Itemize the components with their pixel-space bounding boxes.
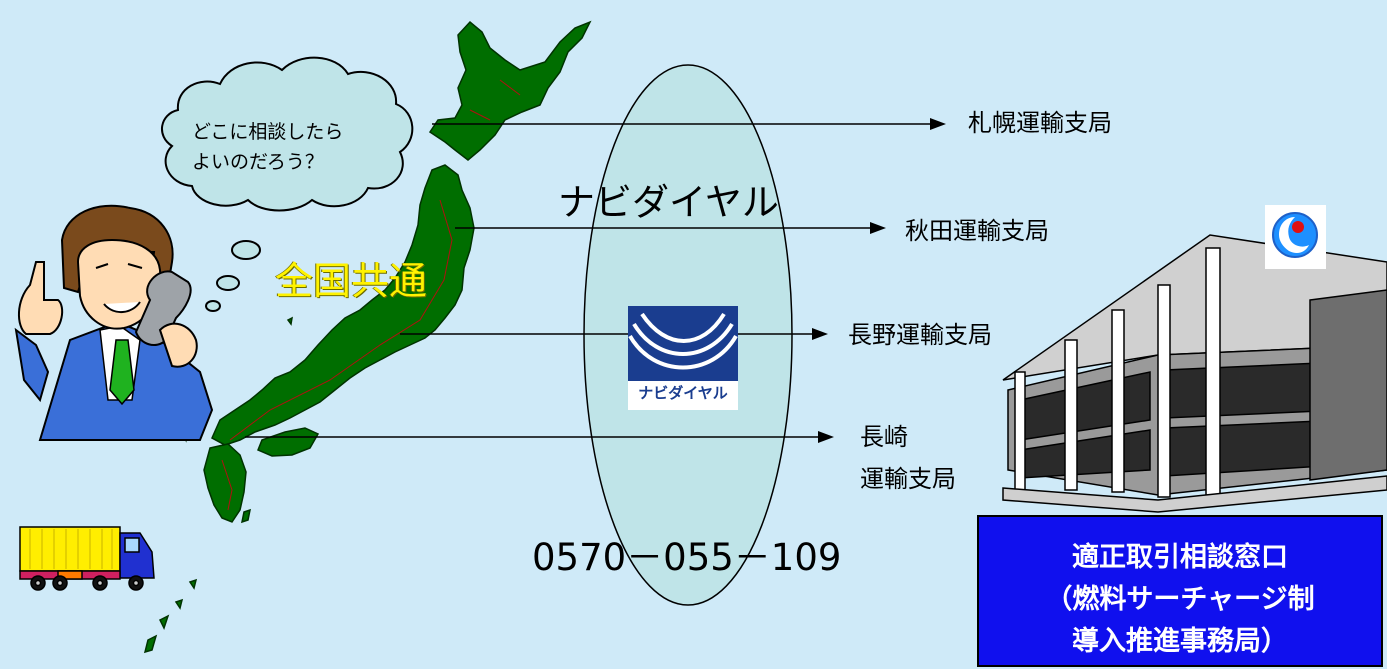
- bubble-line-1: どこに相談したら: [192, 121, 344, 143]
- logo-text: ナビダイヤル: [638, 384, 728, 402]
- businessman-on-phone-icon: [14, 204, 214, 441]
- destination-sapporo: 札幌運輸支局: [968, 109, 1112, 137]
- government-building-icon: [1002, 234, 1387, 513]
- consultation-office-box: 適正取引相談窓口 （燃料サーチャージ制 導入推進事務局）: [977, 515, 1383, 667]
- destination-nagasaki: 長崎: [860, 423, 908, 451]
- consultation-line-2: （燃料サーチャージ制: [1045, 584, 1315, 615]
- arrowheads: [812, 118, 946, 443]
- consultation-line-3: 導入推進事務局）: [1072, 626, 1288, 657]
- service-name: ナビダイヤル: [558, 181, 779, 224]
- destination-nagano: 長野運輸支局: [848, 321, 992, 349]
- bubble-line-2: よいのだろう？: [192, 151, 324, 173]
- phone-number: 0570－055－109: [532, 536, 842, 579]
- navi-dial-logo-icon: ナビダイヤル: [628, 306, 738, 410]
- destination-akita: 秋田運輸支局: [905, 217, 1049, 245]
- destination-nagasaki-office: 運輸支局: [860, 465, 956, 493]
- japan-map-icon: [143, 20, 592, 654]
- nationwide-label: 全国共通: [275, 259, 428, 303]
- thought-cloud-icon: [161, 56, 414, 312]
- truck-icon: [19, 526, 155, 591]
- ministry-emblem-icon: [1265, 205, 1326, 269]
- routing-arrows: [245, 123, 930, 438]
- map-boundaries: [221, 79, 521, 511]
- consultation-line-1: 適正取引相談窓口: [1072, 542, 1288, 573]
- logo-graphic: [628, 306, 738, 381]
